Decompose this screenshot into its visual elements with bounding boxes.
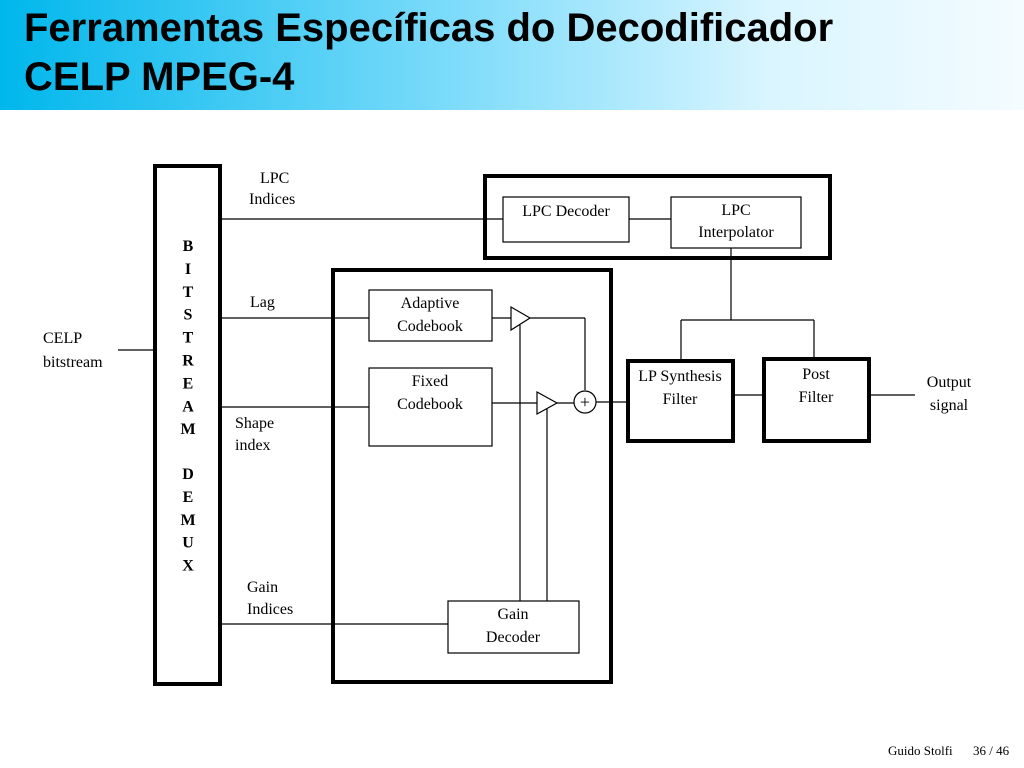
demux-letter-bottom-3: U (182, 535, 194, 552)
demux-letter-bottom-2: M (180, 512, 195, 529)
input-label-line-1: CELP (43, 330, 82, 347)
lpc-indices-label-2: Indices (249, 191, 295, 208)
lpc-interpolator-label-1: LPC (721, 202, 750, 219)
gain-decoder-box (447, 600, 580, 654)
post-filter-label-2: Filter (799, 389, 834, 406)
bitstream-demux-block (153, 164, 222, 686)
lp-synthesis-filter-box (626, 359, 735, 443)
demux-letter-top-6: E (183, 375, 194, 392)
adaptive-codebook-box (368, 289, 493, 342)
output-label-2: signal (930, 397, 969, 414)
lp-synthesis-label-2: Filter (663, 391, 698, 408)
demux-letter-top-2: T (183, 284, 194, 301)
adaptive-codebook-label-2: Codebook (397, 318, 463, 335)
slide-title-line-2: CELP MPEG-4 (24, 55, 295, 99)
demux-letter-bottom-4: X (182, 558, 194, 575)
demux-letter-bottom-1: E (183, 489, 194, 506)
gain-indices-label-1: Gain (247, 579, 278, 596)
fixed-gain-amplifier (536, 390, 559, 416)
lag-label: Lag (250, 294, 275, 311)
demux-letter-top-4: T (183, 330, 194, 347)
lpc-interpolator-label-2: Interpolator (698, 224, 774, 241)
adaptive-gain-amplifier (510, 305, 532, 332)
slide-title-line-1: Ferramentas Específicas do Decodificador (24, 6, 834, 50)
footer-author: Guido Stolfi (888, 743, 953, 758)
fixed-codebook-label-1: Fixed (412, 373, 448, 390)
output-label-1: Output (927, 374, 972, 391)
demux-letter-top-0: B (183, 238, 194, 255)
gain-decoder-label-2: Decoder (486, 629, 541, 646)
gain-decoder-label-1: Gain (497, 606, 528, 623)
lpc-group-box (483, 174, 832, 260)
lpc-decoder-label: LPC Decoder (522, 203, 610, 220)
demux-letter-top-1: I (185, 261, 191, 278)
demux-letter-top-7: A (182, 398, 194, 415)
adaptive-codebook-label-1: Adaptive (401, 295, 460, 312)
gain-indices-label-2: Indices (247, 601, 293, 618)
lp-synthesis-label-1: LP Synthesis (638, 368, 721, 385)
lpc-interpolator-box (670, 196, 802, 249)
demux-letter-top-8: M (180, 421, 195, 438)
demux-letter-bottom-0: D (182, 466, 194, 483)
title-bar: Ferramentas Específicas do Decodificador… (0, 0, 1024, 110)
shape-index-label-1: Shape (235, 415, 274, 432)
demux-letter-top-3: S (184, 307, 193, 324)
fixed-codebook-label-2: Codebook (397, 396, 463, 413)
excitation-group-box (331, 268, 613, 684)
adder-symbol: + (580, 392, 590, 412)
post-filter-label-1: Post (802, 366, 830, 383)
lpc-indices-label-1: LPC (260, 170, 289, 187)
fixed-codebook-box (368, 367, 493, 447)
post-filter-box (762, 357, 871, 443)
demux-letter-top-5: R (182, 353, 194, 370)
shape-index-label-2: index (235, 437, 271, 454)
input-label-line-2: bitstream (43, 354, 103, 371)
footer-page-number: 36 / 46 (973, 743, 1010, 758)
